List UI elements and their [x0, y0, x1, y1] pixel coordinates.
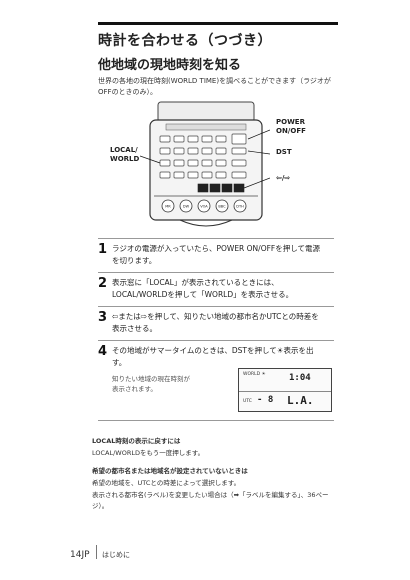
callout-local-world: LOCAL/ WORLD [110, 146, 140, 163]
preset-key-label: DW [183, 205, 190, 209]
callout-power: POWER ON/OFF [276, 118, 306, 135]
callout-dst: DST [276, 148, 292, 156]
step-divider [98, 306, 334, 307]
step-number: 1 [98, 242, 108, 257]
preset-key-label: VOA [200, 205, 208, 209]
step-text: ⇦または⇨を押して、知りたい地域の都市名かUTCとの時差を表示させる。 [112, 312, 319, 333]
preset-keys [161, 199, 247, 213]
step-text: その地域がサマータイムのときは、DSTを押して☀表示を出す。 [112, 346, 314, 367]
step-divider [98, 340, 334, 341]
note-missing-text: 希望の地域を、UTCとの時差によって選択します。 [92, 479, 241, 487]
radio-illustration: MR DW VOA BBC DTH [140, 101, 270, 227]
note-return-text: LOCAL/WORLDをもう一度押します。 [92, 449, 205, 457]
note-return-heading: LOCAL時刻の表示に戻すには [92, 437, 181, 445]
step-divider [98, 420, 334, 421]
radio-body [149, 119, 263, 221]
callout-arrows: ⇦/⇨ [276, 174, 291, 182]
preset-key-label: MR [165, 205, 171, 209]
lcd-utc-offset: - 8 [257, 395, 274, 405]
note-rename-text: 表示される都市名(ラベル)を変更したい場合は（➡「ラベルを編集する」、36ページ… [92, 491, 329, 510]
preset-key-label: DTH [236, 205, 244, 209]
lcd-time: 1:04 [289, 373, 311, 383]
step-number: 4 [98, 344, 108, 359]
note-missing-heading: 希望の都市名または地域名が設定されていないときは [92, 467, 248, 475]
footer-section: はじめに [102, 551, 130, 559]
lcd-city: L.A. [287, 394, 314, 407]
step-number: 3 [98, 310, 108, 325]
footer-divider [96, 545, 97, 559]
step-number: 2 [98, 276, 108, 291]
step-text: 表示窓に「LOCAL」が表示されているときには、LOCAL/WORLDを押して「… [112, 278, 294, 299]
step-text: ラジオの電源が入っていたら、POWER ON/OFFを押して電源を切ります。 [112, 244, 320, 265]
radio-lid [157, 101, 255, 123]
step-divider [98, 272, 334, 273]
section-title: 他地域の現地時刻を知る [98, 58, 242, 73]
lcd-display: WORLD ☀ 1:04 UTC - 8 L.A. [238, 368, 332, 412]
preset-key-label: BBC [218, 205, 226, 209]
page-title: 時計を合わせる（つづき） [98, 33, 272, 49]
page-number: 14JP [70, 550, 90, 560]
key-grid [159, 133, 247, 179]
intro-text: 世界の各地の現在時刻(WORLD TIME)を調べることができます（ラジオがOF… [98, 77, 331, 96]
step-divider [98, 238, 334, 239]
step4-note: 知りたい地域の現在時刻が表示されます。 [112, 375, 190, 393]
arrow-keys [197, 183, 245, 193]
lcd-mode-label: WORLD ☀ [243, 372, 266, 377]
header-rule [98, 22, 338, 25]
radio-display [165, 123, 247, 131]
lcd-utc-label: UTC [243, 399, 252, 404]
